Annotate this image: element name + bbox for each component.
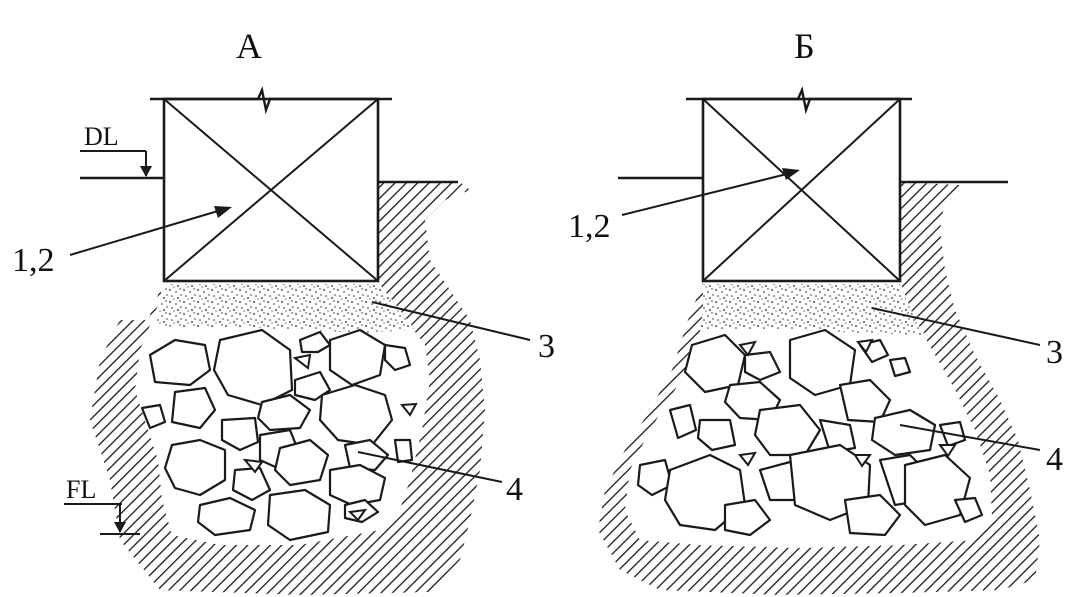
label-3-b: 3 [1046, 334, 1063, 371]
stone-chips-b [738, 338, 957, 468]
label-4-a: 4 [506, 471, 523, 508]
fl-level-marker: FL [64, 475, 140, 535]
stone-fill-b [636, 328, 984, 537]
leader-1-2-b [621, 171, 796, 216]
foundation-block-b [686, 86, 912, 283]
foundation-block-a [150, 86, 392, 283]
dl-level-marker: DL [80, 122, 152, 177]
label-1-2-b: 1,2 [568, 208, 611, 245]
fl-level-label: FL [66, 475, 96, 504]
soil-zone-b [598, 178, 1040, 595]
leader-1-2-a-arrow [214, 206, 232, 218]
break-line-a [150, 86, 392, 115]
label-1-2-a: 1,2 [12, 242, 55, 279]
leader-1-2-b-arrow [782, 168, 800, 180]
stone-chips-a [242, 353, 418, 522]
label-4-b: 4 [1046, 441, 1063, 478]
sand-cushion-a [155, 284, 415, 333]
panel-a-title: А [236, 26, 262, 66]
leader-1-2-a [69, 207, 229, 256]
panel-a: DL FL А 1,2 3 4 [12, 26, 555, 595]
panel-b: Б 1,2 3 4 [568, 26, 1063, 595]
leader-4-a [357, 451, 503, 483]
leader-4-b [899, 424, 1041, 451]
label-3-a: 3 [538, 328, 555, 365]
panel-b-title: Б [794, 26, 815, 66]
stone-fill-a [140, 328, 414, 542]
break-line-b [686, 86, 912, 115]
leader-3-a [371, 301, 531, 341]
dl-level-label: DL [84, 122, 119, 151]
leader-3-b [871, 307, 1041, 346]
sand-cushion-b [700, 284, 925, 335]
